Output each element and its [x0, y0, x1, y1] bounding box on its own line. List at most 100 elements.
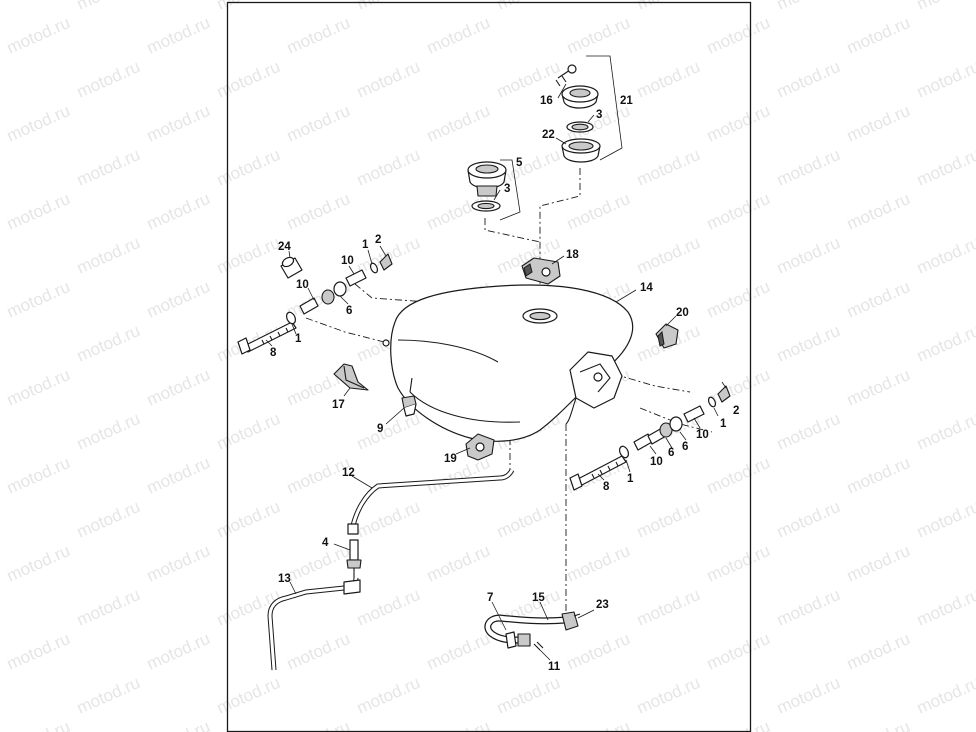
- watermark-text: motod.ru: [214, 233, 283, 278]
- bushing-10-left-b: [345, 269, 367, 287]
- grommet-6-left-b: [333, 281, 347, 297]
- assembly-line-left-bolt: [305, 317, 393, 345]
- clamp-7: [505, 631, 517, 649]
- right-mount-hardware: [569, 385, 731, 491]
- bolt-8-left-thread: [261, 327, 289, 345]
- rear-bracket-tube: [565, 397, 577, 425]
- bolt-8-left-head: [237, 337, 251, 355]
- tank-seam: [397, 339, 499, 363]
- callouts: 16 21 3 22 5 3 24 1 2 10 10 6 1 8 18 14 …: [270, 95, 739, 673]
- watermark-text: motod.ru: [214, 673, 283, 718]
- valve-4: [346, 539, 362, 578]
- watermark-text: motod.ru: [214, 497, 283, 542]
- watermark-text: motod.ru: [704, 717, 773, 732]
- tank-lower-contour: [409, 391, 521, 423]
- callout-8-right: 8: [603, 481, 610, 493]
- watermark-text: motod.ru: [144, 453, 213, 498]
- bolt-8-right-head: [569, 473, 583, 491]
- watermark-text: motod.ru: [844, 101, 913, 146]
- leader-6b: [679, 431, 687, 441]
- plug-9-stem: [403, 403, 417, 417]
- watermark-text: motod.ru: [844, 13, 913, 58]
- watermark-text: motod.ru: [214, 145, 283, 190]
- watermark-text: motod.ru: [144, 541, 213, 586]
- watermark-text: motod.ru: [144, 277, 213, 322]
- watermark-text: motod.ru: [0, 57, 3, 102]
- leader-1d: [625, 459, 631, 473]
- watermark-text: motod.ru: [704, 277, 773, 322]
- watermark-text: motod.ru: [564, 629, 633, 674]
- callout-15: 15: [532, 592, 545, 604]
- callout-10-left-top: 10: [341, 255, 354, 267]
- bracket-17-edge: [343, 365, 365, 389]
- watermark-text: motod.ru: [914, 497, 976, 542]
- callout-24: 24: [278, 241, 291, 253]
- leader-13: [289, 581, 297, 595]
- watermark-text: motod.ru: [4, 365, 73, 410]
- watermark-text: motod.ru: [144, 13, 213, 58]
- leader-6c: [665, 437, 673, 449]
- leader-22: [555, 137, 567, 145]
- callout-10-right-top: 10: [696, 429, 709, 441]
- fuel-line-12: [347, 468, 515, 535]
- callout-14: 14: [640, 282, 653, 294]
- watermark-text: motod.ru: [914, 585, 976, 630]
- callout-10-right-bottom: 10: [650, 456, 663, 468]
- watermark-text: motod.ru: [74, 57, 143, 102]
- leader-16: [557, 83, 567, 99]
- assembly-line-cap-right: [539, 168, 581, 296]
- watermark-text: motod.ru: [704, 13, 773, 58]
- assembly-line-cap-left: [484, 218, 541, 243]
- spacer-24-end: [281, 256, 295, 268]
- watermark-text: motod.ru: [564, 717, 633, 732]
- bracket-18: [521, 257, 561, 285]
- watermark-text: motod.ru: [74, 145, 143, 190]
- leader-10b: [307, 287, 315, 301]
- leader-8b: [597, 473, 605, 481]
- tank-front-mount: [382, 339, 390, 347]
- watermark-text: motod.ru: [774, 497, 843, 542]
- watermark-text: motod.ru: [0, 585, 3, 630]
- plug-9: [401, 377, 417, 417]
- cap-right-emblem: [569, 88, 591, 98]
- valve-4-nut: [346, 559, 362, 569]
- assembly-line-right-bolt: [639, 407, 713, 433]
- callout-10-left-bottom: 10: [296, 279, 309, 291]
- watermark-text: motod.ru: [4, 101, 73, 146]
- watermark-text: motod.ru: [214, 57, 283, 102]
- watermark-text: motod.ru: [844, 717, 913, 732]
- callout-4: 4: [322, 537, 329, 549]
- callout-6-right-bottom: 6: [668, 447, 674, 459]
- watermark-text: motod.ru: [774, 145, 843, 190]
- watermark-text: motod.ru: [354, 145, 423, 190]
- callout-7: 7: [487, 592, 493, 604]
- washer-1-right: [618, 445, 630, 459]
- fuel-line-13-fitting: [343, 579, 361, 595]
- vent-hose-15: [484, 611, 581, 651]
- watermark-text: motod.ru: [74, 585, 143, 630]
- bracket-20-tab: [657, 330, 665, 347]
- watermark-text: motod.ru: [424, 541, 493, 586]
- watermark-text: motod.ru: [844, 277, 913, 322]
- bracket-18-plate: [521, 257, 561, 285]
- watermark-text: motod.ru: [0, 0, 3, 14]
- watermark-text: motod.ru: [74, 673, 143, 718]
- plate-19-hole: [475, 442, 485, 452]
- watermark-text: motod.ru: [704, 101, 773, 146]
- watermark-text: motod.ru: [74, 0, 143, 14]
- tank-rear-bracket: [565, 351, 623, 425]
- watermark-text: motod.ru: [634, 585, 703, 630]
- watermark-text: motod.ru: [914, 409, 976, 454]
- watermark-text: motod.ru: [774, 585, 843, 630]
- leader-1a: [367, 249, 373, 265]
- watermark-text: motod.ru: [4, 541, 73, 586]
- watermark-text: motod.ru: [844, 629, 913, 674]
- watermark-text: motod.ru: [284, 629, 353, 674]
- callout-6-right-top: 6: [682, 441, 688, 453]
- watermark-text: motod.ru: [0, 409, 3, 454]
- adapter-ring-inner: [568, 141, 594, 151]
- fitting-23: [561, 611, 579, 631]
- washer-1-right-b: [707, 396, 717, 408]
- callout-6-left: 6: [346, 305, 352, 317]
- cap-left-thread: [476, 185, 498, 197]
